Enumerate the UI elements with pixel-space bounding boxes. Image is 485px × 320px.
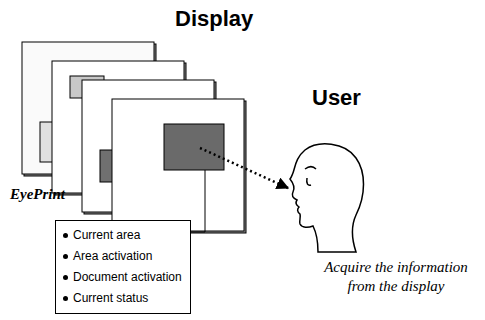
attribute-item: Area activation	[62, 246, 182, 267]
bullet-dot	[63, 296, 68, 301]
bullet-dot	[63, 254, 68, 259]
panel-heading: EyePrint	[10, 186, 191, 203]
eyeprint-panel: EyePrintCurrent areaArea activationDocum…	[10, 186, 191, 314]
diagram-title: Display	[175, 6, 253, 32]
bullet-dot	[63, 233, 68, 238]
attribute-item: Document activation	[62, 267, 182, 288]
bullet-dot	[63, 275, 68, 280]
attribute-item: Current area	[62, 225, 182, 246]
attribute-item: Current status	[62, 288, 182, 309]
user-label: User	[312, 85, 361, 111]
user-caption: Acquire the information from the display	[312, 258, 480, 296]
attribute-list-box: Current areaArea activationDocument acti…	[55, 220, 191, 314]
